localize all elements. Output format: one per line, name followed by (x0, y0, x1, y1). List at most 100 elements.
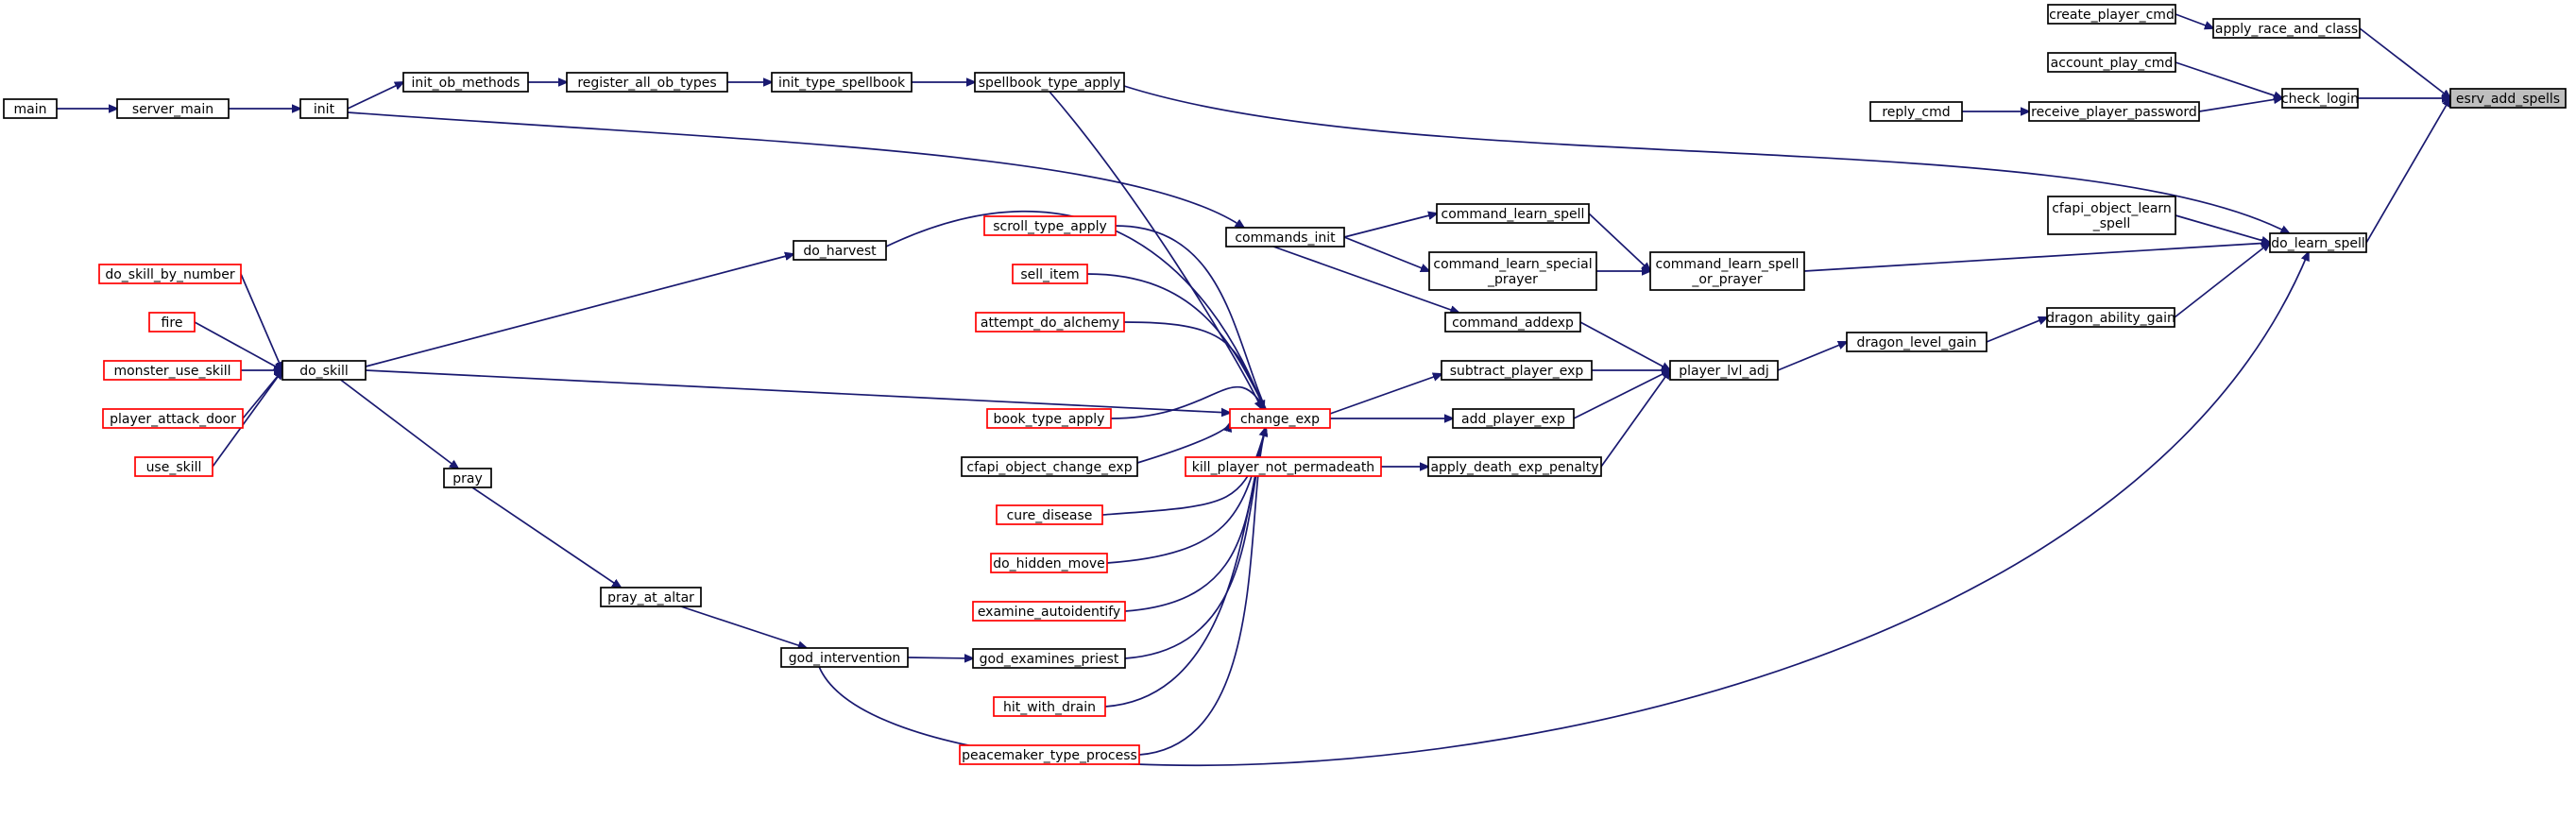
node-change-exp[interactable]: change_exp (1229, 408, 1331, 429)
node-box (1846, 332, 1987, 352)
node-box (281, 360, 367, 381)
edge-god-intervention-to-do-learn-spell (818, 252, 2309, 766)
node-label: sell_item (1020, 267, 1079, 282)
node-cure-disease[interactable]: cure_disease (996, 504, 1103, 525)
node-do-learn-spell[interactable]: do_learn_spell (2269, 232, 2367, 253)
node-commands-init[interactable]: commands_init (1225, 227, 1345, 247)
edge-do-learn-spell-to-esrv-add-spells (2365, 98, 2450, 244)
edge-init-to-commands-init (347, 111, 1244, 228)
edge-do-skill-to-pray (340, 379, 458, 469)
node-label: dragon_ability_gain (2046, 311, 2175, 326)
node-box (1869, 101, 1963, 122)
edge-receive-player-password-to-check-login (2198, 98, 2282, 112)
node-fire[interactable]: fire (148, 312, 196, 333)
node-box (2449, 88, 2567, 109)
nodes-layer: esrv_add_spells apply_race_and_class creat… (3, 4, 2567, 765)
node-do-skill-by-number[interactable]: do_skill_by_number (98, 264, 242, 284)
node-command-addexp[interactable]: command_addexp (1444, 312, 1581, 333)
node-use-skill[interactable]: use_skill (134, 456, 213, 477)
node-cfapi-object-learn-spell[interactable]: cfapi_object_learn_spell (2047, 196, 2176, 235)
edge-book-type-apply-to-change-exp (1110, 385, 1271, 421)
node-attempt-do-alchemy[interactable]: attempt_do_alchemy (975, 312, 1125, 333)
node-box (1229, 408, 1331, 429)
node-init-type-spellbook[interactable]: init_type_spellbook (771, 72, 913, 93)
node-command-learn-spell-or-prayer[interactable]: command_learn_spell_or_prayer (1649, 251, 1805, 291)
node-examine-autoidentify[interactable]: examine_autoidentify (972, 601, 1126, 622)
edge-dragon-level-gain-to-dragon-ability-gain (1986, 317, 2047, 343)
node-box (1649, 251, 1805, 291)
node-label: _or_prayer (1691, 272, 1762, 287)
node-do-harvest[interactable]: do_harvest (793, 240, 887, 261)
node-scroll-type-apply[interactable]: scroll_type_apply (983, 215, 1117, 236)
node-book-type-apply[interactable]: book_type_apply (986, 408, 1112, 429)
node-create-player-cmd[interactable]: create_player_cmd (2047, 4, 2176, 25)
node-box (2047, 52, 2176, 73)
node-init[interactable]: init (299, 98, 349, 119)
node-dragon-ability-gain[interactable]: dragon_ability_gain (2046, 307, 2175, 328)
edge-commands-init-to-command-addexp (1272, 246, 1459, 313)
node-box (780, 647, 909, 668)
node-hit-with-drain[interactable]: hit_with_drain (993, 696, 1106, 717)
node-label: init_type_spellbook (778, 76, 906, 91)
node-box (1012, 264, 1088, 284)
node-add-player-exp[interactable]: add_player_exp (1452, 408, 1575, 429)
node-reply-cmd[interactable]: reply_cmd (1869, 101, 1963, 122)
node-peacemaker-type-process[interactable]: peacemaker_type_process (959, 744, 1140, 765)
node-command-learn-special-prayer[interactable]: command_learn_special_prayer (1428, 251, 1597, 291)
node-subtract-player-exp[interactable]: subtract_player_exp (1441, 360, 1593, 381)
node-label: attempt_do_alchemy (981, 316, 1119, 331)
node-box (3, 98, 58, 119)
node-box (1428, 251, 1597, 291)
node-label: examine_autoidentify (978, 605, 1120, 620)
node-spellbook-type-apply[interactable]: spellbook_type_apply (974, 72, 1125, 93)
node-label: command_learn_spell (1656, 257, 1800, 272)
node-receive-player-password[interactable]: receive_player_password (2028, 101, 2200, 122)
node-pray[interactable]: pray (443, 468, 492, 488)
node-label: monster_use_skill (113, 364, 230, 379)
node-monster-use-skill[interactable]: monster_use_skill (103, 360, 242, 381)
node-label: reply_cmd (1882, 105, 1950, 120)
node-register-all-ob-types[interactable]: register_all_ob_types (566, 72, 728, 93)
node-label: _prayer (1487, 272, 1538, 287)
node-box (2046, 307, 2175, 328)
node-label: change_exp (1240, 412, 1320, 427)
node-dragon-level-gain[interactable]: dragon_level_gain (1846, 332, 1987, 352)
edge-do-skill-by-number-to-do-skill (240, 273, 282, 370)
node-god-intervention[interactable]: god_intervention (780, 647, 909, 668)
edge-create-player-cmd-to-apply-race-and-class (2175, 13, 2213, 28)
edge-do-skill-to-change-exp (365, 369, 1230, 413)
node-player-lvl-adj[interactable]: player_lvl_adj (1669, 360, 1779, 381)
node-label: add_player_exp (1461, 412, 1565, 427)
node-account-play-cmd[interactable]: account_play_cmd (2047, 52, 2176, 73)
node-kill-player-not-permadeath[interactable]: kill_player_not_permadeath (1185, 456, 1382, 477)
node-player-attack-door[interactable]: player_attack_door (102, 408, 244, 429)
node-cfapi-object-change-exp[interactable]: cfapi_object_change_exp (961, 456, 1138, 477)
node-label: do_skill (299, 364, 349, 379)
node-label: command_addexp (1452, 316, 1574, 331)
edge-examine-autoidentify-to-change-exp (1124, 428, 1266, 612)
node-init-ob-methods[interactable]: init_ob_methods (402, 72, 529, 93)
node-label: command_learn_spell (1442, 207, 1585, 222)
node-label: init_ob_methods (412, 76, 520, 91)
node-do-hidden-move[interactable]: do_hidden_move (990, 553, 1108, 573)
node-apply-death-exp-penalty[interactable]: apply_death_exp_penalty (1427, 456, 1602, 477)
node-label: use_skill (146, 460, 202, 475)
node-apply-race-and-class[interactable]: apply_race_and_class (2212, 18, 2361, 39)
node-pray-at-altar[interactable]: pray_at_altar (600, 587, 702, 607)
node-box (1441, 360, 1593, 381)
node-box (990, 553, 1108, 573)
node-box (443, 468, 492, 488)
node-sell-item[interactable]: sell_item (1012, 264, 1088, 284)
edge-do-harvest-to-change-exp (885, 210, 1264, 409)
node-server-main[interactable]: server_main (116, 98, 230, 119)
node-god-examines-priest[interactable]: god_examines_priest (972, 648, 1126, 669)
edge-account-play-cmd-to-check-login (2175, 61, 2282, 98)
node-label: create_player_cmd (2049, 8, 2175, 23)
node-main[interactable]: main (3, 98, 58, 119)
node-check-login[interactable]: check_login (2281, 88, 2359, 109)
node-do-skill[interactable]: do_skill (281, 360, 367, 381)
node-esrv-add-spells[interactable]: esrv_add_spells (2449, 88, 2567, 109)
edge-pray-at-altar-to-god-intervention (680, 606, 807, 648)
node-command-learn-spell[interactable]: command_learn_spell (1436, 203, 1590, 224)
